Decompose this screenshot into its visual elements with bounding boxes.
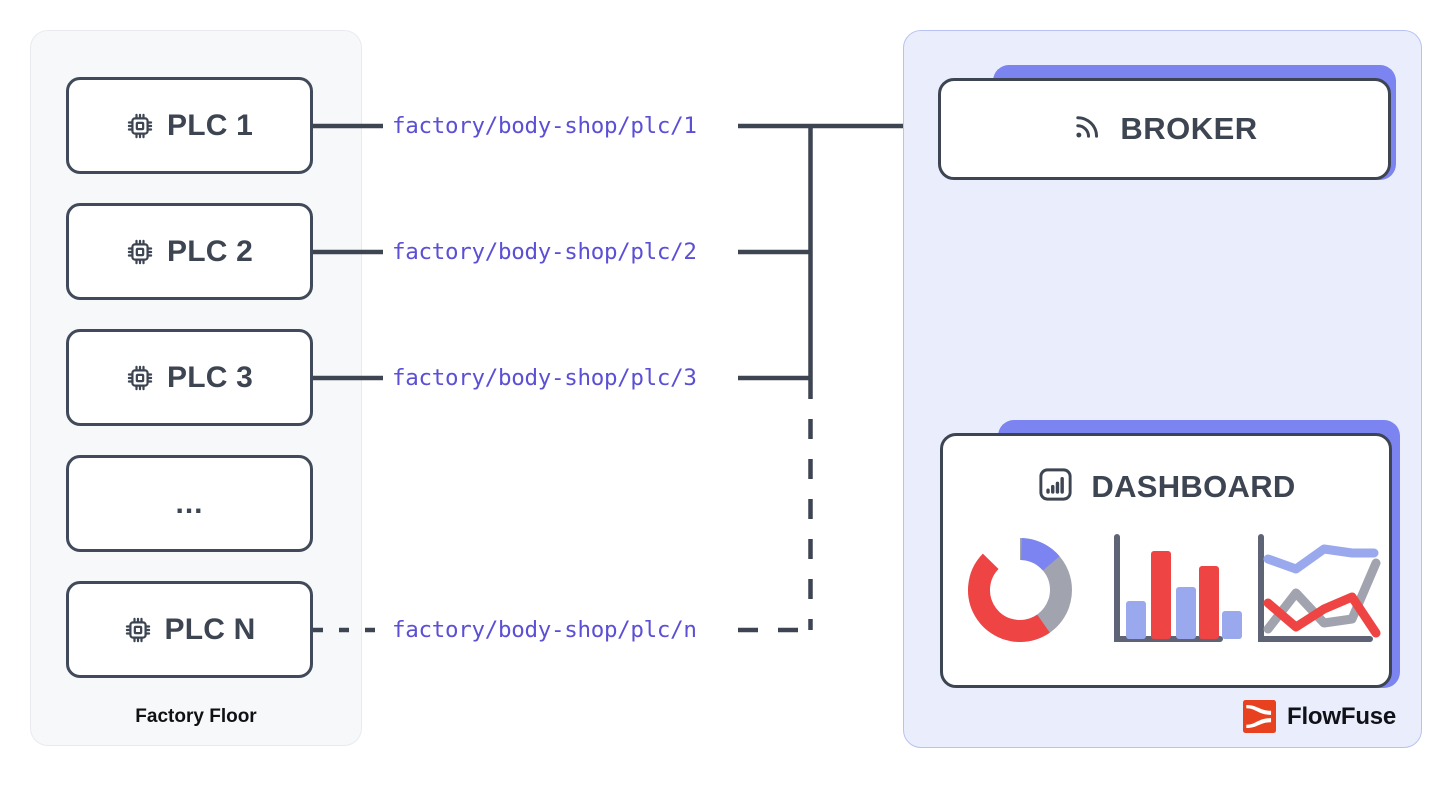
line-chart [1258, 534, 1381, 642]
donut-chart [968, 538, 1072, 642]
chip-icon [126, 364, 154, 392]
plc-card-1[interactable]: PLC 1 [66, 77, 313, 174]
dashboard-card[interactable]: DASHBOARD [940, 420, 1400, 688]
bar-chart-icon [1036, 465, 1075, 509]
chip-icon [126, 238, 154, 266]
plc-card-label: PLC 3 [166, 360, 254, 394]
bar-chart [1114, 534, 1242, 642]
chip-icon [124, 616, 152, 644]
plc-card-label: PLC N [164, 612, 256, 646]
broker-label: BROKER [1120, 111, 1258, 146]
topic-label-plc3: factory/body-shop/plc/3 [392, 365, 697, 391]
plc-card-2[interactable]: PLC 2 [66, 203, 313, 300]
signal-icon [1071, 111, 1104, 147]
plc-card-n[interactable]: PLC N [66, 581, 313, 678]
topic-label-plc2: factory/body-shop/plc/2 [392, 239, 697, 265]
plc-card-label: PLC 1 [166, 108, 254, 142]
flowfuse-wordmark: FlowFuse [1287, 702, 1397, 730]
dashboard-label: DASHBOARD [1091, 469, 1296, 504]
plc-card-ellipsis: ... [66, 455, 313, 552]
broker-card-face [938, 78, 1391, 180]
topic-label-plc1: factory/body-shop/plc/1 [392, 113, 697, 139]
plc-card-label: ... [175, 486, 204, 520]
factory-floor-caption: Factory Floor [135, 706, 257, 727]
flowfuse-logo-icon [1243, 700, 1276, 733]
topic-label-plcn: factory/body-shop/plc/n [392, 617, 697, 643]
plc-card-3[interactable]: PLC 3 [66, 329, 313, 426]
plc-card-label: PLC 2 [166, 234, 254, 268]
chip-icon [126, 112, 154, 140]
broker-card[interactable]: BROKER [938, 65, 1396, 180]
flowfuse-brand: FlowFuse [1243, 700, 1396, 733]
